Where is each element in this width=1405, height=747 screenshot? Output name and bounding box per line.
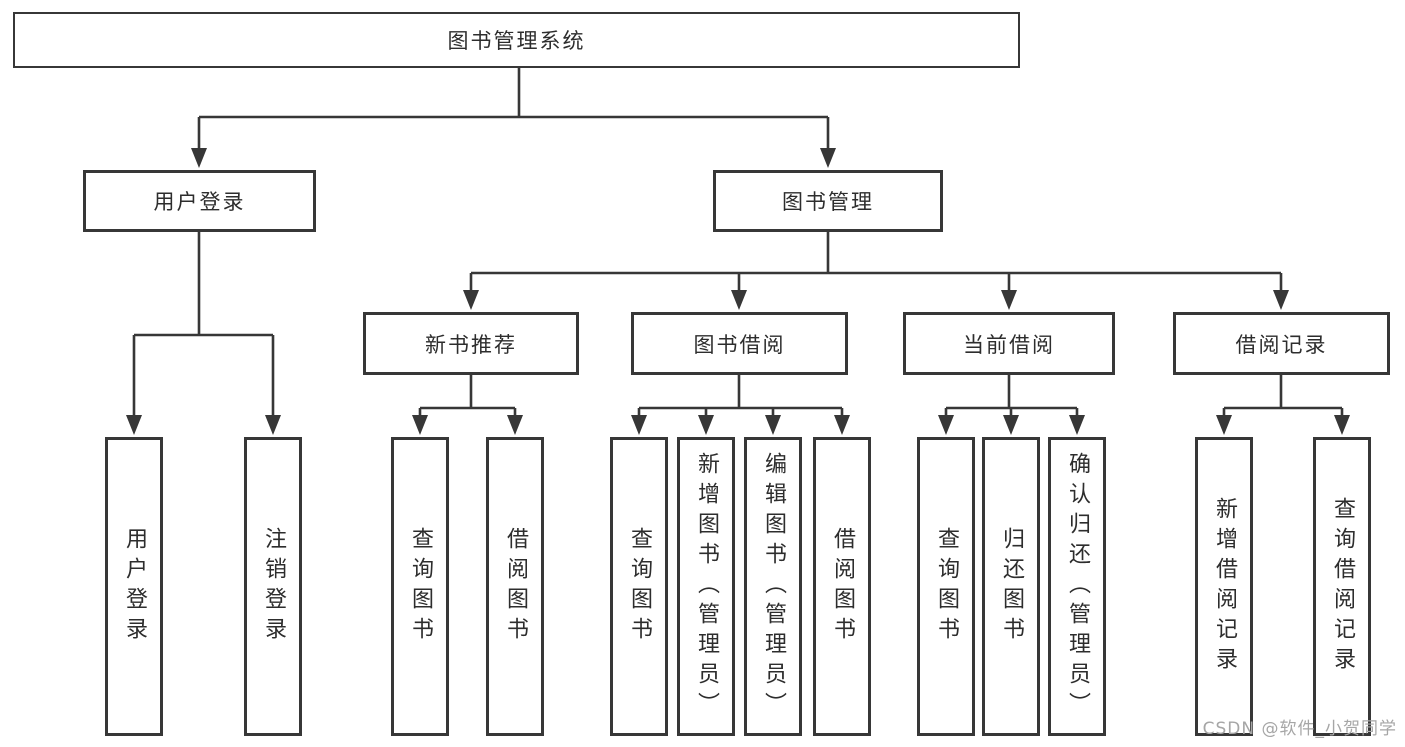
leaf-borrow-book-1-label: 借阅图书 bbox=[503, 526, 528, 647]
leaf-edit-book-admin: 编辑图书（管理员） bbox=[744, 437, 802, 736]
arrow-down-icon bbox=[1001, 290, 1017, 310]
leaf-confirm-return-admin-label: 确认归还（管理员） bbox=[1065, 451, 1090, 722]
leaf-query-book-1: 查询图书 bbox=[391, 437, 449, 736]
leaf-add-borrow-record-label: 新增借阅记录 bbox=[1212, 496, 1237, 677]
arrow-down-icon bbox=[507, 415, 523, 435]
node-root-label: 图书管理系统 bbox=[447, 29, 586, 53]
connector-book-borrow-children bbox=[637, 375, 844, 421]
arrow-down-icon bbox=[1273, 290, 1289, 310]
node-new-book-recommend-label: 新书推荐 bbox=[425, 332, 517, 357]
arrow-down-icon bbox=[731, 290, 747, 310]
node-new-book-recommend: 新书推荐 bbox=[363, 312, 579, 375]
arrow-down-icon bbox=[820, 148, 836, 168]
leaf-borrow-book-2: 借阅图书 bbox=[813, 437, 871, 736]
arrow-down-icon bbox=[765, 415, 781, 435]
leaf-user-login-label: 用户登录 bbox=[122, 526, 147, 647]
leaf-logout-label: 注销登录 bbox=[261, 526, 286, 647]
arrow-down-icon bbox=[1003, 415, 1019, 435]
node-borrow-records-label: 借阅记录 bbox=[1235, 332, 1328, 357]
node-root: 图书管理系统 bbox=[13, 12, 1020, 68]
arrow-down-icon bbox=[191, 148, 207, 168]
node-user-login: 用户登录 bbox=[83, 170, 316, 232]
leaf-query-borrow-record-label: 查询借阅记录 bbox=[1330, 496, 1355, 677]
connector-user-login-children bbox=[132, 232, 275, 421]
arrow-down-icon bbox=[938, 415, 954, 435]
node-borrow-records: 借阅记录 bbox=[1173, 312, 1390, 375]
node-current-borrow-label: 当前借阅 bbox=[963, 332, 1055, 357]
arrow-down-icon bbox=[1334, 415, 1350, 435]
leaf-add-borrow-record: 新增借阅记录 bbox=[1195, 437, 1253, 736]
leaf-user-login: 用户登录 bbox=[105, 437, 163, 736]
leaf-borrow-book-2-label: 借阅图书 bbox=[830, 526, 855, 647]
arrow-down-icon bbox=[126, 415, 142, 435]
leaf-confirm-return-admin: 确认归还（管理员） bbox=[1048, 437, 1106, 736]
leaf-edit-book-admin-label: 编辑图书（管理员） bbox=[761, 451, 786, 722]
connector-borrow-records-children bbox=[1222, 375, 1344, 421]
leaf-query-book-3-label: 查询图书 bbox=[934, 526, 959, 647]
arrow-down-icon bbox=[834, 415, 850, 435]
node-book-management: 图书管理 bbox=[713, 170, 943, 232]
connector-book-management-children bbox=[469, 232, 1283, 294]
leaf-logout: 注销登录 bbox=[244, 437, 302, 736]
arrow-down-icon bbox=[1069, 415, 1085, 435]
arrow-down-icon bbox=[698, 415, 714, 435]
watermark: CSDN @软件_小贺同学 bbox=[1202, 719, 1397, 739]
leaf-query-book-1-label: 查询图书 bbox=[408, 526, 433, 647]
node-book-borrow: 图书借阅 bbox=[631, 312, 848, 375]
arrow-down-icon bbox=[1216, 415, 1232, 435]
node-book-management-label: 图书管理 bbox=[782, 190, 874, 214]
leaf-add-book-admin: 新增图书（管理员） bbox=[677, 437, 735, 736]
leaf-add-book-admin-label: 新增图书（管理员） bbox=[694, 451, 719, 722]
node-user-login-label: 用户登录 bbox=[153, 190, 246, 214]
leaf-return-book-label: 归还图书 bbox=[999, 526, 1024, 647]
leaf-query-book-3: 查询图书 bbox=[917, 437, 975, 736]
leaf-return-book: 归还图书 bbox=[982, 437, 1040, 736]
node-current-borrow: 当前借阅 bbox=[903, 312, 1115, 375]
arrow-down-icon bbox=[463, 290, 479, 310]
arrow-down-icon bbox=[631, 415, 647, 435]
arrow-down-icon bbox=[265, 415, 281, 435]
connector-root-to-level2 bbox=[197, 68, 830, 152]
leaf-query-borrow-record: 查询借阅记录 bbox=[1313, 437, 1371, 736]
node-book-borrow-label: 图书借阅 bbox=[693, 332, 786, 357]
leaf-query-book-2-label: 查询图书 bbox=[627, 526, 652, 647]
arrow-down-icon bbox=[412, 415, 428, 435]
connector-current-borrow-children bbox=[944, 375, 1079, 421]
connector-new-book-children bbox=[418, 375, 517, 421]
leaf-borrow-book-1: 借阅图书 bbox=[486, 437, 544, 736]
leaf-query-book-2: 查询图书 bbox=[610, 437, 668, 736]
